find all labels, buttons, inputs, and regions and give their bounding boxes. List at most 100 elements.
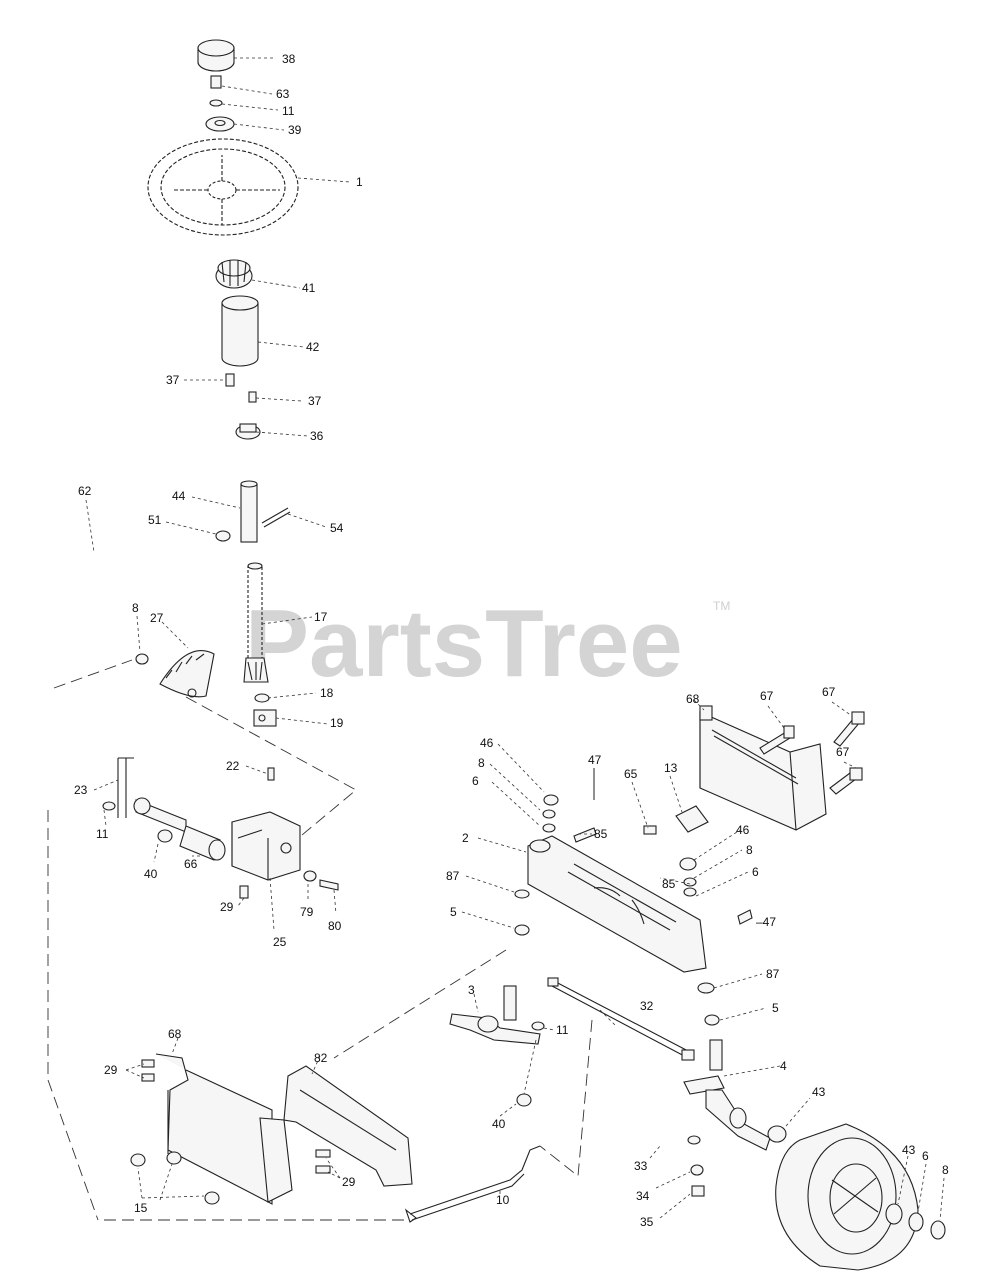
callout-2: 2	[462, 831, 469, 845]
part-37-bolts	[225, 373, 257, 403]
callout-51: 51	[148, 513, 162, 527]
part-11-washer	[209, 99, 223, 107]
callout-87: 87	[446, 869, 460, 883]
part-mount-plate	[259, 1117, 293, 1203]
part-10-drag-link	[404, 1145, 541, 1223]
callout-37-right: 37	[308, 394, 322, 408]
callout-46-b: 46	[736, 823, 750, 837]
part-22	[267, 767, 275, 781]
callout-11: 11	[282, 104, 295, 118]
callout-44: 44	[172, 489, 186, 503]
callout-62: 62	[78, 484, 92, 498]
part-46-cap	[543, 794, 559, 806]
frame-outline-left	[47, 810, 99, 1221]
plate-outline	[53, 659, 357, 841]
callout-68: 68	[686, 692, 700, 706]
part-11-washer-c	[531, 1021, 545, 1031]
callout-85: 85	[594, 827, 608, 841]
callout-66: 66	[184, 857, 198, 871]
part-25-support	[231, 811, 301, 881]
part-17-steering-shaft	[243, 562, 269, 683]
callout-43-b: 43	[902, 1143, 916, 1157]
part-4-spindle	[683, 1039, 771, 1151]
part-35-nut	[691, 1185, 705, 1197]
callout-38: 38	[282, 52, 296, 66]
callout-67-b: 67	[822, 685, 836, 699]
part-68-bracket	[699, 705, 827, 831]
callout-10: 10	[496, 1193, 510, 1207]
part-44-shaft	[240, 480, 258, 543]
callout-22: 22	[226, 759, 240, 773]
callout-67-c: 67	[836, 745, 850, 759]
part-1-steering-wheel	[147, 138, 299, 236]
part-65-pin	[643, 825, 657, 835]
part-67-bolts	[759, 711, 865, 795]
callout-25: 25	[273, 935, 287, 949]
part-6-washer-b	[683, 887, 697, 897]
callout-18: 18	[320, 686, 334, 700]
part-13-rod	[711, 729, 799, 785]
callout-1: 1	[356, 175, 363, 189]
part-6-washer-c	[908, 1212, 924, 1232]
part-8-clip	[930, 1220, 946, 1240]
part-19	[253, 709, 277, 727]
part-18	[254, 693, 270, 703]
part-8-nut	[135, 653, 149, 665]
part-38-cap	[197, 39, 235, 72]
part-5-bushing	[514, 924, 530, 936]
callout-32: 32	[640, 999, 654, 1013]
part-11-washer-b	[102, 801, 116, 811]
part-15-nuts	[130, 1151, 220, 1205]
part-32-tie-rod	[547, 977, 695, 1061]
callout-36: 36	[310, 429, 324, 443]
part-8-nut-b	[542, 809, 556, 819]
callout-39: 39	[288, 123, 302, 137]
part-47-bolt	[737, 909, 753, 925]
frame-outline-mid	[333, 949, 593, 1177]
callout-23: 23	[74, 783, 88, 797]
part-43-bushing	[767, 1125, 787, 1143]
callout-3: 3	[468, 983, 475, 997]
part-87-spacer	[514, 889, 530, 899]
part-6-washer	[542, 823, 556, 833]
callout-8-b: 8	[478, 756, 485, 770]
callout-41: 41	[302, 281, 316, 295]
part-27-sector-gear	[159, 650, 215, 698]
part-46-cap-b	[679, 857, 697, 871]
callout-15: 15	[134, 1201, 148, 1215]
part-68-lower-bracket	[155, 1053, 273, 1205]
callout-4: 4	[780, 1059, 787, 1073]
callout-29-b: 29	[104, 1063, 118, 1077]
watermark-tm: TM	[713, 599, 730, 613]
part-2-front-axle	[527, 835, 707, 973]
callout-46: 46	[480, 736, 494, 750]
part-34	[690, 1164, 704, 1176]
part-41-gear	[215, 259, 253, 289]
callout-80: 80	[328, 919, 342, 933]
part-33	[687, 1135, 701, 1145]
leader-40b	[523, 1039, 537, 1095]
wheel-assembly	[775, 1123, 919, 1271]
callout-11-c: 11	[556, 1023, 569, 1037]
part-42-tube	[221, 295, 259, 367]
part-40-nut	[157, 829, 173, 843]
callout-34: 34	[636, 1189, 650, 1203]
callout-8-c: 8	[746, 843, 753, 857]
leader-lines	[93, 57, 945, 1221]
callout-65: 65	[624, 767, 638, 781]
part-29-bolt	[239, 885, 249, 899]
callout-47-b: –47	[756, 915, 776, 929]
part-3-spindle	[449, 985, 541, 1045]
part-43-bushing-b	[885, 1203, 903, 1225]
callout-87-b: 87	[766, 967, 780, 981]
part-36	[235, 423, 261, 440]
part-82-bracket	[283, 1065, 413, 1187]
part-39	[205, 116, 235, 132]
callout-6-c: 6	[922, 1149, 929, 1163]
callout-43: 43	[812, 1085, 826, 1099]
callout-40-b: 40	[492, 1117, 506, 1131]
callout-67-a: 67	[760, 689, 774, 703]
part-87-spacer-b	[697, 982, 715, 994]
